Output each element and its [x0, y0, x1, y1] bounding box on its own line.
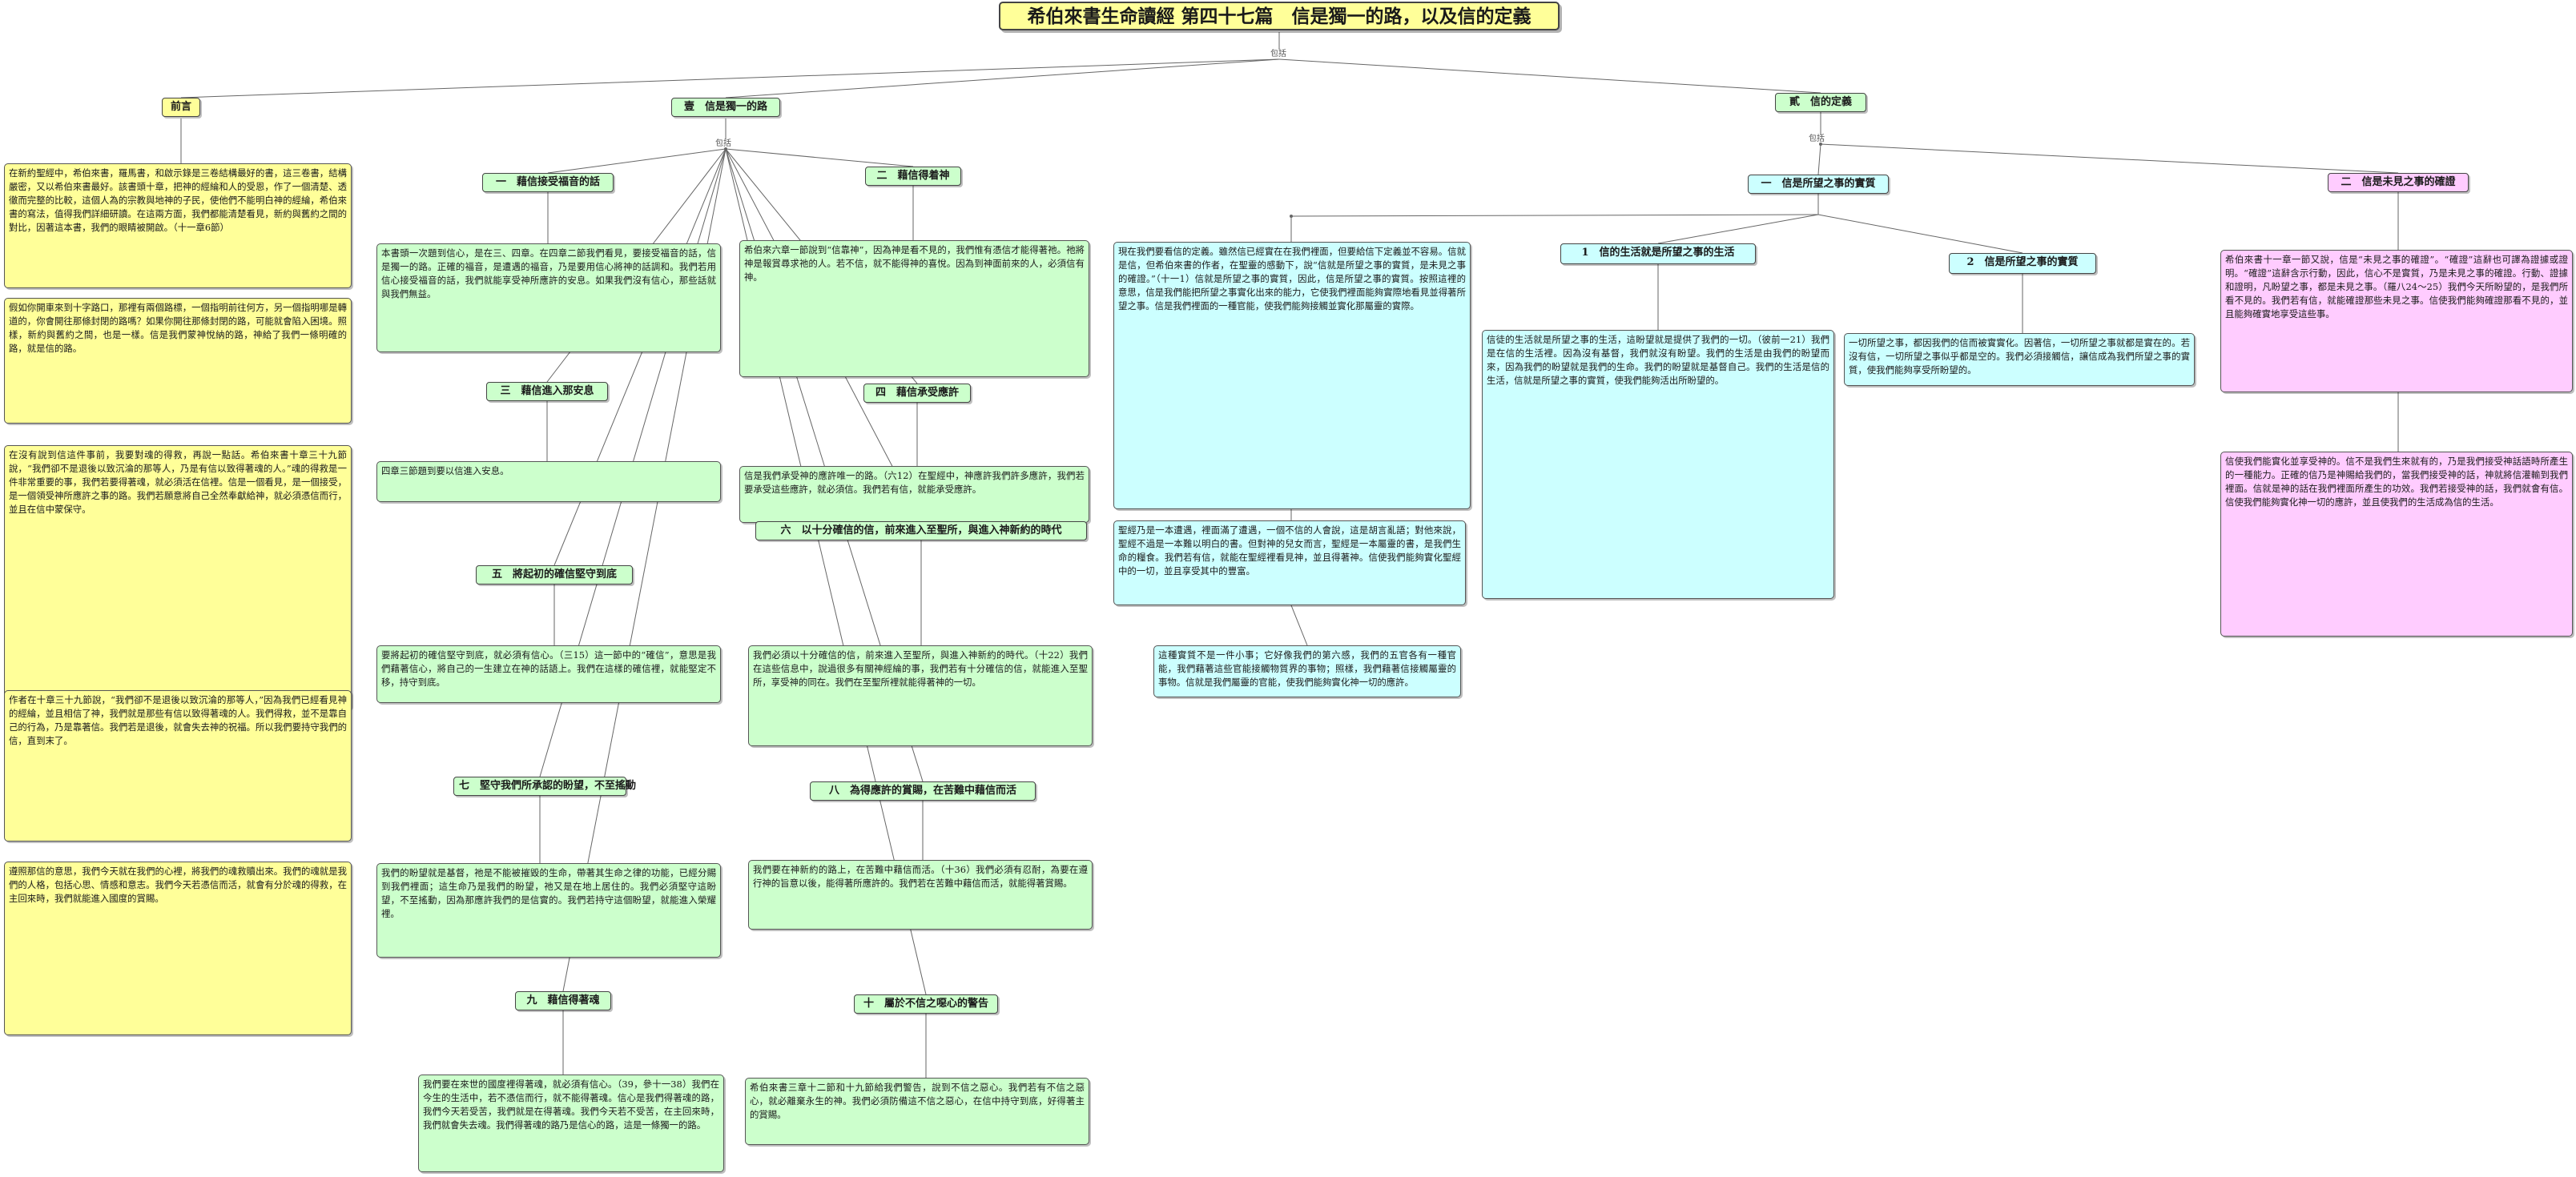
s1-sub-9-header: 九 藉信得著魂: [515, 991, 611, 1010]
preface-paragraph: 作者在十章三十九節說，“我們卻不是退後以致沉淪的那等人，”因為我們已經看見神的經…: [4, 690, 352, 842]
s1-sub-1-text: 本書頭一次題到信心，是在三、四章。在四章二節我們看見，要接受福音的話，信是獨一的…: [376, 243, 721, 352]
preface-paragraph: 假如你開車來到十字路口，那裡有兩個路標，一個指明前往何方，另一個指明哪是轉道的，…: [4, 298, 352, 424]
s1-sub-5-header: 五 將起初的確信堅守到底: [476, 565, 633, 584]
s1-sub-8-header: 八 為得應許的賞賜，在苦難中藉信而活: [810, 781, 1036, 801]
s1-sub-6-header: 六 以十分確信的信，前來進入至聖所，與進入神新約的時代: [755, 521, 1087, 540]
s1-sub-9-text: 我們要在來世的國度裡得著魂，就必須有信心。（39，參十一38）我們在今生的生活中…: [418, 1075, 724, 1172]
s1-sub-1-header: 一 藉信接受福音的話: [482, 173, 614, 192]
s2-item-2-text: 一切所望之事，都因我們的信而被實實化。因著信，一切所望之事就都是實在的。若沒有信…: [1844, 333, 2195, 386]
connector-label: 包括: [715, 139, 731, 148]
s1-sub-8-text: 我們要在神新約的路上，在苦難中藉信而活。（十36）我們必須有忍耐，為要在遵行神的…: [748, 860, 1093, 930]
connector-line: [1290, 605, 1308, 646]
s1-sub-2-header: 二 藉信得着神: [865, 167, 961, 186]
s2-sub-2-header: 二 信是未見之事的確證: [2328, 173, 2469, 192]
connector-line: [725, 58, 1280, 98]
s2-item-1-header: 1 信的生活就是所望之事的生活: [1560, 243, 1756, 264]
preface-paragraph: 在新約聖經中，希伯來書，羅馬書，和啟示錄是三卷結構最好的書，這三卷書，結構嚴密，…: [4, 163, 352, 288]
s1-sub-7-text: 我們的盼望就是基督，祂是不能被摧毀的生命，帶著其生命之律的功能，已經分賜到我們裡…: [376, 863, 721, 958]
connector-line: [725, 148, 914, 167]
connector-line: [1820, 143, 2399, 174]
s2-sub-2-text: 信使我們能實化並享受神的。信不是我們生來就有的，乃是我們接受神話語時所產生的一種…: [2220, 452, 2573, 637]
s2-sub-1-intro: 現在我們要看信的定義。雖然信已經實在在我們裡面，但要給信下定義並不容易。信就是信…: [1113, 242, 1471, 509]
section1-header: 壹 信是獨一的路: [671, 98, 780, 117]
s1-sub-10-text: 希伯來書三章十二節和十九節給我們警告，說到不信之惡心。我們若有不信之惡心，就必離…: [745, 1078, 1089, 1145]
s1-sub-7-header: 七 堅守我們所承認的盼望，不至搖動: [453, 777, 636, 796]
s1-sub-3-header: 三 藉信進入那安息: [486, 382, 608, 401]
connector-line: [180, 58, 1280, 98]
s1-sub-5-text: 要將起初的確信堅守到底，就必須有信心。（三15）這一節中的“確信”，意思是我們藉…: [376, 645, 721, 703]
s1-sub-3-text: 四章三節題到要以信進入安息。: [376, 461, 721, 502]
s1-sub-4-header: 四 藉信承受應許: [863, 384, 971, 403]
s1-sub-4-text: 信是我們承受神的應許唯一的路。（六12）在聖經中，神應許我們許多應許，我們若要承…: [739, 466, 1089, 523]
connector-line: [1657, 214, 1819, 244]
preface-header: 前言: [162, 98, 200, 117]
preface-paragraph: 遵照那信的意思，我們今天就在我們的心裡，將我們的魂救贖出來。我們的魂就是我們的人…: [4, 862, 352, 1035]
preface-paragraph: 在沒有說到信這件事前，我要對魂的得救，再說一點話。希伯來書十章三十九節說，“我們…: [4, 445, 352, 709]
s2-item-1-text: 信徒的生活就是所望之事的生活，這盼望就是提供了我們的一切。（彼前一21）我們是在…: [1482, 330, 1834, 599]
s2-sub-1-bottom: 這種實質不是一件小事；它好像我們的第六感，我們的五官各有一種官能，我們藉著這些官…: [1153, 645, 1461, 697]
s2-item-2-header: 2 信是所望之事的實質: [1949, 253, 2096, 274]
s2-sub-1-header: 一 信是所望之事的實質: [1748, 175, 1889, 194]
connector-label: 包括: [1809, 135, 1825, 143]
connector-line: [1817, 214, 2023, 254]
connector-line: [1278, 58, 1821, 94]
s2-sub-2-text: 希伯來書十一章一節又說，信是“未見之事的確證”。“確證”這辭也可譯為證據或證明。…: [2220, 250, 2573, 392]
s1-sub-10-header: 十 屬於不信之噁心的警告: [854, 994, 998, 1014]
connector-line: [1290, 214, 1819, 217]
connector-line: [1817, 143, 1821, 175]
connector-line: [553, 148, 727, 566]
s1-sub-6-text: 我們必須以十分確信的信，前來進入至聖所，與進入神新約的時代。（十22）我們在這些…: [748, 645, 1093, 746]
connector-line: [547, 148, 727, 174]
s2-sub-1-bottom: 聖經乃是一本遭遇，裡面滿了遭遇，一個不信的人會說，這是胡言亂語；對他來說，聖經不…: [1113, 520, 1466, 605]
page-title: 希伯來書生命讀經 第四十七篇 信是獨一的路，以及信的定義: [999, 2, 1560, 30]
section2-header: 貳 信的定義: [1775, 93, 1866, 112]
s1-sub-2-text: 希伯來六章一節說到“信靠神”，因為神是看不見的，我們惟有憑信才能得著祂。祂將神是…: [739, 240, 1089, 377]
connector-label: 包括: [1270, 50, 1286, 58]
